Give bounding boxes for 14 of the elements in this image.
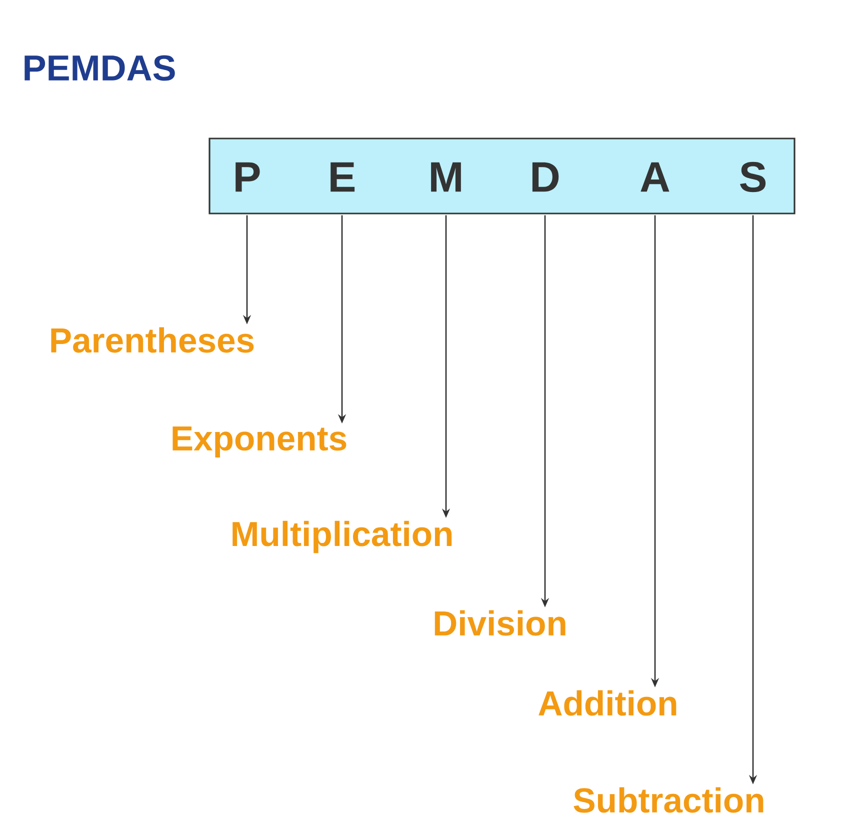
letter: P	[236, 162, 260, 192]
word-label: Subtraction	[574, 787, 764, 813]
word-label: Addition	[538, 690, 676, 716]
word-label: Division	[434, 610, 566, 636]
letter: S	[740, 162, 766, 192]
letter: E	[330, 162, 355, 192]
letter: M	[431, 162, 461, 192]
letter: D	[532, 162, 559, 192]
letter-box	[208, 138, 796, 214]
word-label: Multiplication	[232, 520, 452, 554]
word-label: Exponents	[172, 426, 346, 458]
letter: A	[640, 162, 670, 192]
word-label: Parentheses	[51, 327, 254, 353]
title: PEMDAS	[24, 55, 175, 81]
